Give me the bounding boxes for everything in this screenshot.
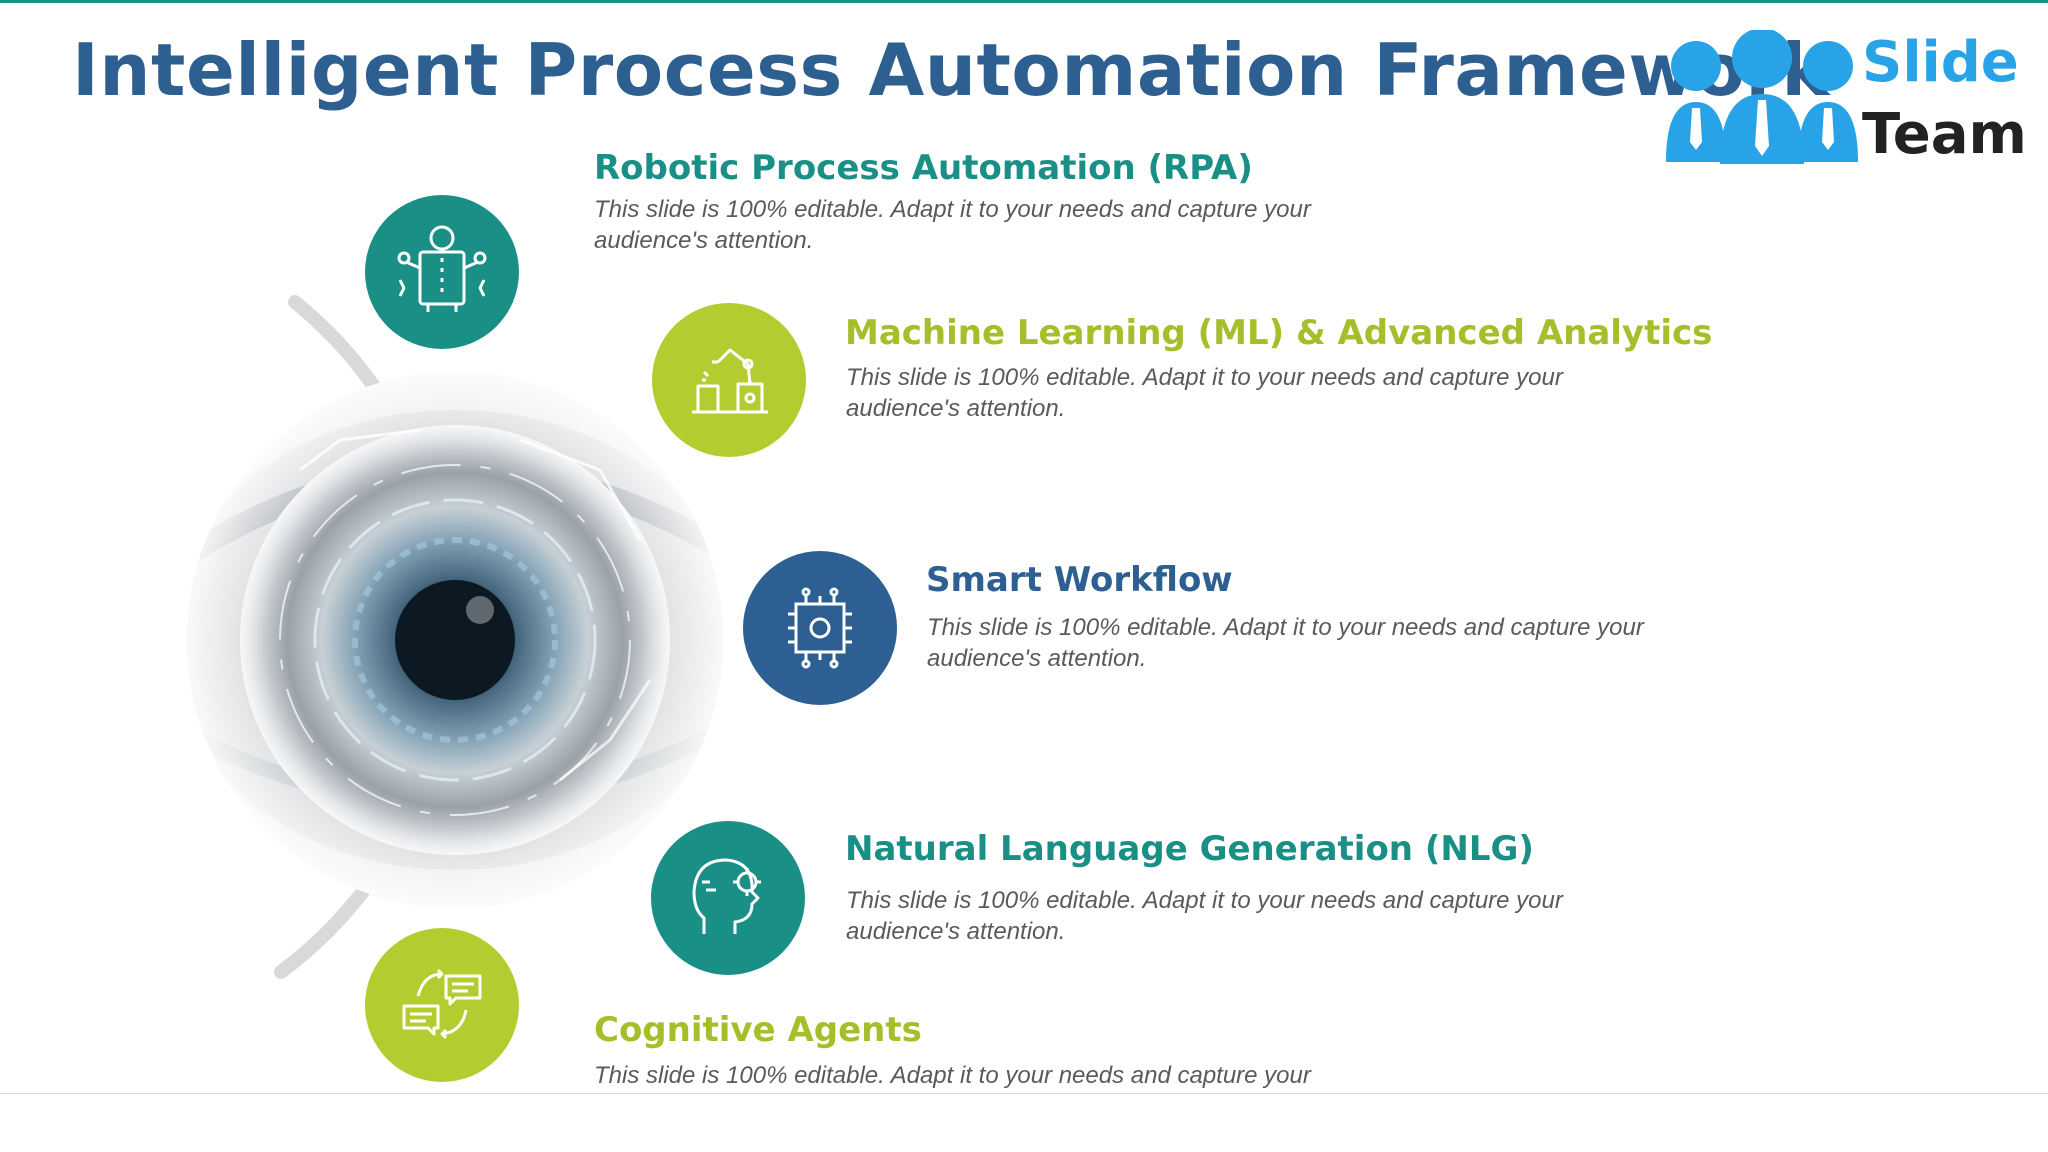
item-desc-ml: This slide is 100% editable. Adapt it to… (846, 364, 1563, 422)
item-title-nlg: Natural Language Generation (NLG) (845, 829, 1534, 869)
item-title-cognitive-agents: Cognitive Agents (594, 1010, 922, 1050)
nlg-node (651, 821, 805, 975)
rpa-node (365, 195, 519, 349)
smart-workflow-node (743, 551, 897, 705)
robot-icon (397, 225, 487, 312)
chat-exchange-icon (402, 968, 482, 1040)
circuit-chip-icon (788, 587, 852, 669)
cognitive-agents-node (365, 928, 519, 1082)
eye-image (187, 372, 723, 908)
team-people-icon (1666, 30, 1858, 164)
head-gear-icon (692, 858, 761, 934)
item-desc-cognitive-agents: This slide is 100% editable. Adapt it to… (594, 1062, 1311, 1089)
item-title-smart-workflow: Smart Workflow (926, 560, 1233, 600)
item-desc-rpa: This slide is 100% editable. Adapt it to… (594, 196, 1311, 254)
bottom-divider (0, 1093, 2048, 1094)
robotic-arm-icon (692, 348, 768, 414)
logo-word-slide: Slide (1862, 30, 2019, 95)
slideteam-logo: Slide Team (1662, 30, 2027, 170)
logo-word-team: Team (1862, 102, 2027, 167)
slide-title: Intelligent Process Automation Framework (72, 28, 1830, 112)
top-accent-line (0, 0, 2048, 3)
item-desc-smart-workflow: This slide is 100% editable. Adapt it to… (927, 614, 1644, 672)
item-desc-nlg: This slide is 100% editable. Adapt it to… (846, 887, 1563, 945)
ml-node (652, 303, 806, 457)
item-title-rpa: Robotic Process Automation (RPA) (594, 148, 1253, 188)
item-title-ml: Machine Learning (ML) & Advanced Analyti… (845, 313, 1713, 353)
